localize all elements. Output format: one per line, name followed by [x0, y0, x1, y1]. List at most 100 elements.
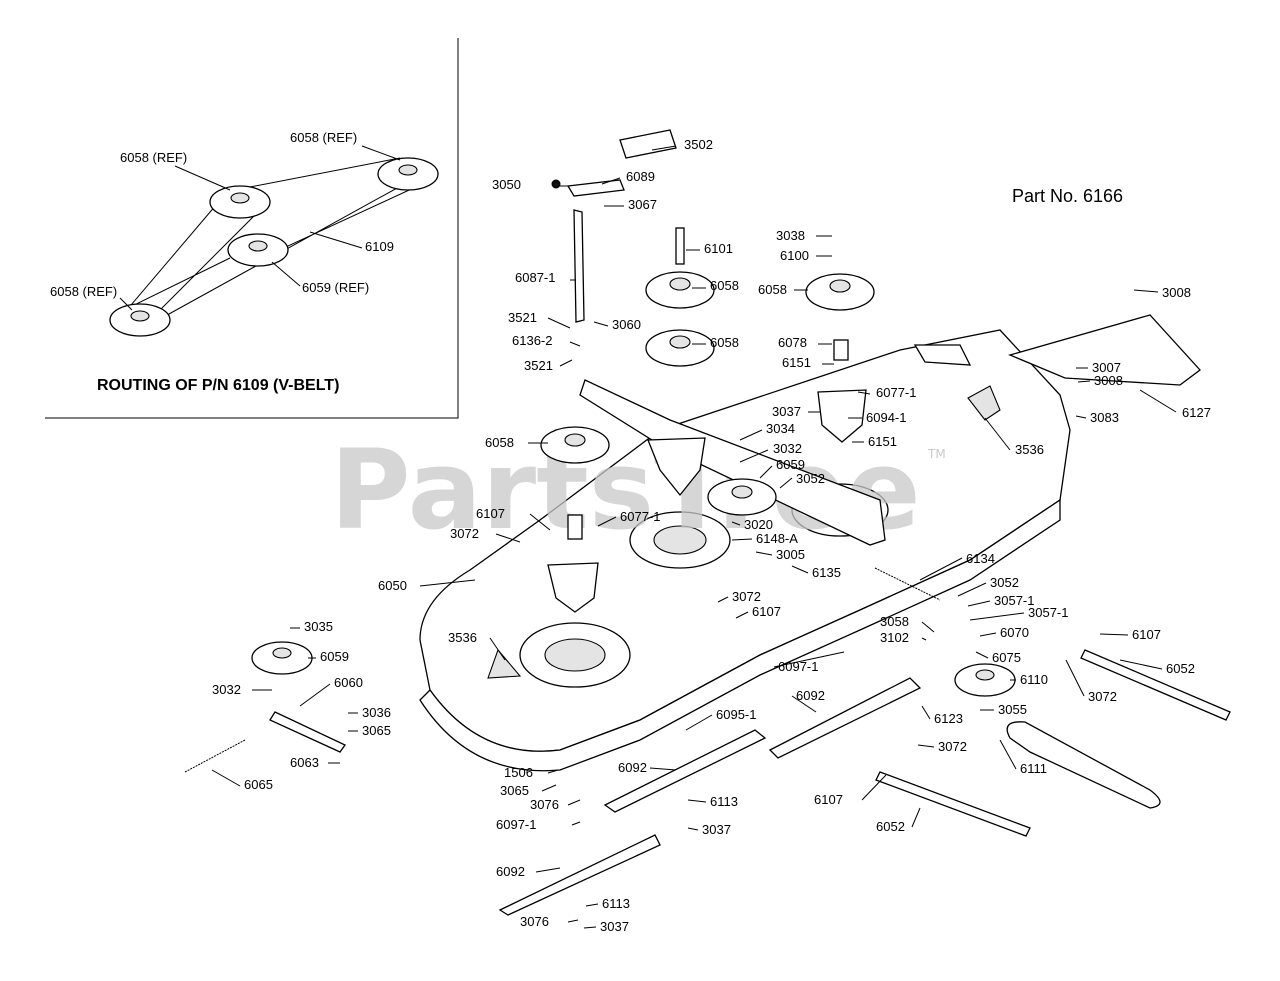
callout-6052-b: 6052: [876, 819, 905, 834]
callout-3057-1-a: 3057-1: [994, 593, 1034, 608]
callout-3007: 3007: [1092, 360, 1121, 375]
callout-3052-a: 3052: [796, 471, 825, 486]
callout-3067: 3067: [628, 197, 657, 212]
callout-6134: 6134: [966, 551, 995, 566]
callout-3037-a: 3037: [772, 404, 801, 419]
callout-6097-1-a: 6097-1: [778, 659, 818, 674]
callout-6058-d: 6058: [485, 435, 514, 450]
callout-3521-top: 3521: [508, 310, 537, 325]
inset-pulley-middle: [227, 233, 289, 267]
callout-3058: 3058: [880, 614, 909, 629]
callout-6135: 6135: [812, 565, 841, 580]
callout-3072-c: 3072: [1088, 689, 1117, 704]
callout-6111: 6111: [1020, 761, 1047, 776]
callout-6101: 6101: [704, 241, 733, 256]
callout-6089: 6089: [626, 169, 655, 184]
callout-6058-b: 6058: [710, 335, 739, 350]
stabilizer-arms: [875, 649, 1231, 837]
callout-3072-b: 3072: [732, 589, 761, 604]
callout-6092-c: 6092: [496, 864, 525, 879]
callout-3536-b: 3536: [448, 630, 477, 645]
callout-6094-1: 6094-1: [866, 410, 906, 425]
inset-label-c: 6058 (REF): [50, 284, 117, 299]
callout-6092-b: 6092: [618, 760, 647, 775]
callout-6087-1: 6087-1: [515, 270, 555, 285]
callout-6092-a: 6092: [796, 688, 825, 703]
callout-6107-b: 6107: [752, 604, 781, 619]
callout-6065: 6065: [244, 777, 273, 792]
callout-6052-a: 6052: [1166, 661, 1195, 676]
belt-routing-inset: 6058 (REF) 6058 (REF) 6058 (REF) 6109 60…: [45, 38, 459, 419]
baffle-left: [487, 648, 522, 679]
callout-6059-a: 6059: [776, 457, 805, 472]
callout-6148-a: 6148-A: [756, 531, 798, 546]
blades: [498, 677, 922, 916]
callout-3036: 3036: [362, 705, 391, 720]
inset-label-b: 6058 (REF): [290, 130, 357, 145]
callout-6050: 6050: [378, 578, 407, 593]
callout-6113-b: 6113: [602, 896, 630, 911]
watermark-tm: TM: [927, 447, 946, 461]
callout-3008-a: 3008: [1162, 285, 1191, 300]
callout-6077-1-a: 6077-1: [876, 385, 916, 400]
callout-3038: 3038: [776, 228, 805, 243]
inset-caption: ROUTING OF P/N 6109 (V-BELT): [97, 377, 339, 394]
callout-3536-a: 3536: [1015, 442, 1044, 457]
callout-3065-b: 3065: [500, 783, 529, 798]
callout-3076-b: 3076: [520, 914, 549, 929]
callout-6100: 6100: [780, 248, 809, 263]
callout-3065-a: 3065: [362, 723, 391, 738]
inset-pulley-top: [209, 185, 271, 219]
callout-6136-2: 6136-2: [512, 333, 552, 348]
callout-3102: 3102: [880, 630, 909, 645]
callout-3035: 3035: [304, 619, 333, 634]
callout-3008-b: 3008: [1094, 373, 1123, 388]
callout-3521-bottom: 3521: [524, 358, 553, 373]
callout-6060: 6060: [334, 675, 363, 690]
callout-3055: 3055: [998, 702, 1027, 717]
callout-6095-1: 6095-1: [716, 707, 756, 722]
callout-6151-a: 6151: [782, 355, 811, 370]
callout-6110: 6110: [1020, 672, 1048, 687]
callout-6107-a: 6107: [476, 506, 505, 521]
leader-lines: [211, 145, 1177, 929]
callout-6127: 6127: [1182, 405, 1211, 420]
callout-6058-a: 6058: [710, 278, 739, 293]
callout-3072-a: 3072: [450, 526, 479, 541]
exploded-pulley-6059: [184, 641, 346, 773]
left-pulley: [540, 426, 610, 613]
inset-label-d: 6109: [365, 239, 394, 254]
callout-3072-d: 3072: [938, 739, 967, 754]
callout-3032-b: 3032: [212, 682, 241, 697]
callout-3052-b: 3052: [990, 575, 1019, 590]
callout-3076-a: 3076: [530, 797, 559, 812]
callout-3060: 3060: [612, 317, 641, 332]
callout-6075: 6075: [992, 650, 1021, 665]
bracket-6127: [1008, 314, 1201, 386]
center-pulley-stack: [645, 227, 715, 497]
inset-pulley-right: [377, 157, 439, 191]
inset-pulley-left: [109, 303, 171, 337]
callout-3034: 3034: [766, 421, 795, 436]
callout-3037-b: 3037: [702, 822, 731, 837]
pulley-6110: [954, 663, 1016, 697]
callout-3005: 3005: [776, 547, 805, 562]
callout-6113-a: 6113: [710, 794, 738, 809]
callout-3020: 3020: [744, 517, 773, 532]
callout-3037-c: 3037: [600, 919, 629, 934]
inset-label-a: 6058 (REF): [120, 150, 187, 165]
right-pulley-stack: [805, 273, 875, 443]
callout-3032-a: 3032: [773, 441, 802, 456]
part-number-title: Part No. 6166: [1012, 186, 1123, 206]
lift-linkage: [551, 129, 886, 546]
inset-label-e: 6059 (REF): [302, 280, 369, 295]
deck-handle: [913, 344, 972, 366]
callout-6070: 6070: [1000, 625, 1029, 640]
callout-6123: 6123: [934, 711, 963, 726]
callout-6078: 6078: [778, 335, 807, 350]
callout-3083: 3083: [1090, 410, 1119, 425]
callout-1506: 1506: [504, 765, 533, 780]
callout-6077-1-b: 6077-1: [620, 509, 660, 524]
callout-6107-c: 6107: [1132, 627, 1161, 642]
